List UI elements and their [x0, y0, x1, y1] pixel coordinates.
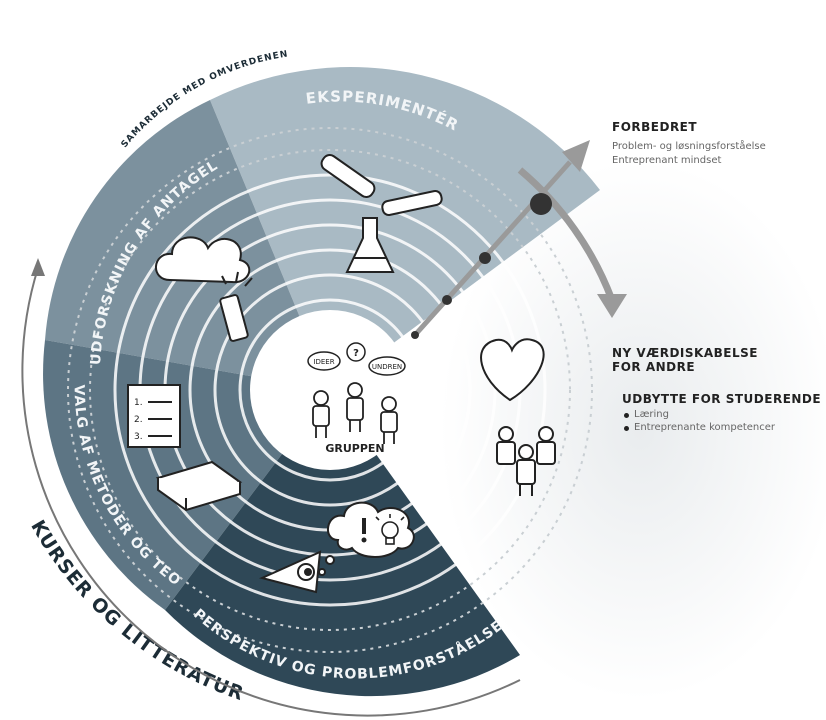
svg-text:3.: 3. [134, 432, 143, 442]
eye-icon [258, 550, 322, 594]
courses-arrowhead [31, 258, 45, 276]
checklist-icon: 1. 2. 3. [127, 384, 181, 448]
udbytte-item: Læring [624, 408, 822, 421]
growth-node-xlarge [530, 193, 552, 215]
growth-arrowhead [562, 140, 590, 172]
bubble-ideer-label: IDEER [313, 358, 334, 366]
udbytte-item: Entreprenante kompetencer [624, 421, 822, 434]
cloud-icon [155, 236, 251, 284]
growth-node-medium [442, 295, 452, 305]
bubble-question-label: ? [353, 348, 359, 359]
bubble-undren-icon [368, 356, 406, 376]
book-icon [155, 460, 243, 512]
growth-node-large [479, 252, 491, 264]
heart-icon [480, 338, 545, 402]
udbytte-list: Læring Entreprenante kompetencer [622, 408, 822, 434]
center-label: GRUPPEN [325, 442, 384, 455]
test-tube-icon [320, 153, 376, 199]
vaerdiskabelse-title-line-1: NY VÆRDISKABELSE [612, 346, 758, 360]
faded-rings [67, 127, 593, 653]
center-circle [250, 310, 410, 470]
flashlight-icon [219, 271, 253, 342]
lightbulb-icon [375, 514, 405, 545]
growth-line [413, 160, 572, 337]
svg-text:2.: 2. [134, 415, 143, 425]
vaerdiskabelse-panel: NY VÆRDISKABELSE FOR ANDRE [612, 346, 812, 374]
background-glow [440, 160, 826, 700]
growth-node-small [411, 331, 419, 339]
sector-experiment [210, 67, 600, 390]
udbytte-panel: UDBYTTE FOR STUDERENDE Læring Entreprena… [622, 392, 822, 434]
forbedret-line-1: Problem- og løsningsforståelse [612, 141, 766, 152]
udbytte-title: UDBYTTE FOR STUDERENDE [622, 392, 822, 406]
forbedret-line-2: Entreprenant mindset [612, 155, 722, 166]
forbedret-panel: FORBEDRET Problem- og løsningsforståelse… [612, 120, 812, 168]
bubble-ideer-icon [307, 351, 341, 371]
bubble-question-icon [346, 342, 366, 362]
exclamation-icon [361, 518, 367, 543]
bubble-undren-label: UNDREN [372, 363, 402, 371]
vaerdiskabelse-title-line-2: FOR ANDRE [612, 360, 696, 374]
progress-arc-arrow [517, 167, 616, 302]
progress-arc-arrowhead [597, 294, 627, 318]
forbedret-title: FORBEDRET [612, 120, 698, 134]
svg-text:1.: 1. [134, 398, 143, 408]
center-speech-bubbles [307, 342, 406, 376]
people-group-icon [496, 426, 556, 496]
courses-arc-arrow [21, 267, 521, 717]
center-people-icon [312, 382, 398, 444]
flask-icon [345, 190, 443, 273]
